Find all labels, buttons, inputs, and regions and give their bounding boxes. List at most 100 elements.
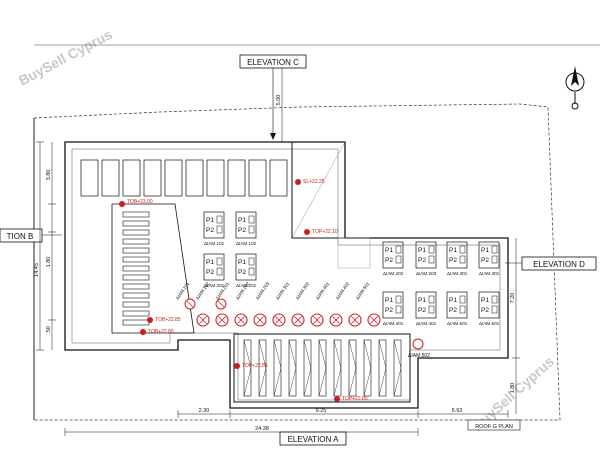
- diagonal-label: ΔIAM.301: [275, 281, 291, 301]
- louvre-hatch: [348, 339, 357, 369]
- dim-top-c: 5.00: [276, 95, 282, 106]
- elevation-c-label: ELEVATION C: [247, 58, 299, 67]
- louvre-outline: [273, 339, 282, 397]
- louvre-hatch: [333, 339, 342, 369]
- elevation-a-label: ELEVATION A: [288, 435, 339, 444]
- tank-unit: [216, 267, 223, 276]
- louvre-slot: [273, 339, 282, 397]
- diagonal-label: ΔIAM.402: [335, 281, 351, 301]
- tank-unit: [428, 245, 435, 254]
- skylight-panel: [143, 159, 162, 197]
- diagonal-label: ΔIAM.501: [355, 281, 371, 301]
- tank-label-p2: P2: [418, 307, 426, 314]
- ramp-step: [122, 265, 150, 272]
- level-mark: TOP+22.85: [234, 363, 268, 369]
- level-mark: TOB+23.00: [119, 199, 153, 207]
- level-mark: SL+22.25: [295, 179, 325, 185]
- diagonal-label: ΔIAM.203: [255, 281, 271, 301]
- louvre-hatch: [288, 367, 297, 397]
- louvre-hatch: [378, 339, 387, 369]
- louvre-outline: [318, 339, 327, 397]
- louvre-outline: [303, 339, 312, 397]
- elevation-b-tag: TION B: [0, 228, 43, 243]
- svg-text:SL+22.25: SL+22.25: [303, 179, 325, 185]
- louvre-hatch: [288, 339, 297, 369]
- unit-label: ΔIAM.101: [204, 241, 225, 246]
- elevation-a-tag: ELEVATION A: [279, 431, 347, 446]
- louvre-hatch: [393, 339, 402, 369]
- dim-overall-left: 14.45: [34, 263, 40, 277]
- louvre-hatch: [273, 367, 282, 397]
- solar-heater-icon: [196, 313, 210, 327]
- heater-cross: [217, 300, 225, 308]
- tank-label-p1: P1: [481, 247, 489, 254]
- louvre-hatch: [258, 339, 267, 369]
- tank-outline: [235, 253, 257, 281]
- svg-text:TOB+22.85: TOB+22.85: [148, 329, 174, 335]
- heater-cross: [275, 316, 283, 324]
- north-arrow-icon: [565, 66, 585, 110]
- louvre-hatch: [363, 339, 372, 369]
- louvre-outline: [393, 339, 402, 397]
- louvre-hatch: [378, 367, 387, 397]
- tank-label-p1: P1: [449, 247, 457, 254]
- stair-shaft: [337, 237, 371, 269]
- ramp-step: [122, 247, 150, 254]
- level-marks: SL+22.25 TOP+22.10 TOB+23.00 TOB+22.85 T…: [119, 179, 368, 402]
- tank-label-p1: P1: [418, 247, 426, 254]
- louvre-hatch: [303, 367, 312, 397]
- dim-segment: 7.20: [510, 293, 516, 304]
- tank-label-p2: P2: [206, 269, 214, 276]
- dim-segment: 2.30: [199, 408, 210, 414]
- level-mark: TOB+22.85: [147, 317, 181, 323]
- ramp-step: [122, 292, 150, 299]
- louvre-hatch: [258, 367, 267, 397]
- level-mark: TOB+22.85: [140, 329, 174, 335]
- elevation-b-label: TION B: [7, 232, 34, 241]
- heater-cross: [313, 316, 321, 324]
- ramp-block: [111, 203, 195, 334]
- solar-heater-icon: [184, 298, 196, 310]
- unit-label: ΔIAM.201: [236, 283, 257, 288]
- tank-label-p2: P2: [481, 307, 489, 314]
- tank-outline: [382, 241, 404, 269]
- louvre-slot: [303, 339, 312, 397]
- tank-label-p1: P1: [238, 259, 246, 266]
- skylight-panel: [164, 159, 183, 197]
- tank-label-p1: P1: [449, 297, 457, 304]
- dim-segment: 5.93: [452, 408, 463, 414]
- tank-unit: [248, 267, 255, 276]
- tank-unit: [459, 255, 466, 264]
- unit-label: ΔIAM.102: [236, 241, 257, 246]
- solar-heater-icon: [291, 313, 305, 327]
- tank-label-p2: P2: [385, 257, 393, 264]
- dim-segment: 1.80: [46, 257, 52, 268]
- louvre-hatch: [318, 367, 327, 397]
- heater-cross: [218, 316, 226, 324]
- louvre-hatch: [243, 367, 252, 397]
- dim-segment: 1.80: [510, 383, 516, 394]
- tank-unit: [395, 245, 402, 254]
- tank-outline: [478, 291, 500, 319]
- tank-outline: [235, 211, 257, 239]
- svg-text:TOP+22.85: TOP+22.85: [242, 363, 268, 369]
- ramp-step: [122, 301, 150, 308]
- unit-label: ΔIAM.401: [383, 321, 404, 326]
- tank-outline: [382, 291, 404, 319]
- tank-unit: [491, 295, 498, 304]
- tank-label-p1: P1: [238, 217, 246, 224]
- tank-unit: [248, 215, 255, 224]
- tank-label-p2: P2: [481, 257, 489, 264]
- heater-cross: [256, 316, 264, 324]
- tank-label-p1: P1: [385, 297, 393, 304]
- solar-heater-icon: [310, 313, 324, 327]
- tank-unit: [216, 215, 223, 224]
